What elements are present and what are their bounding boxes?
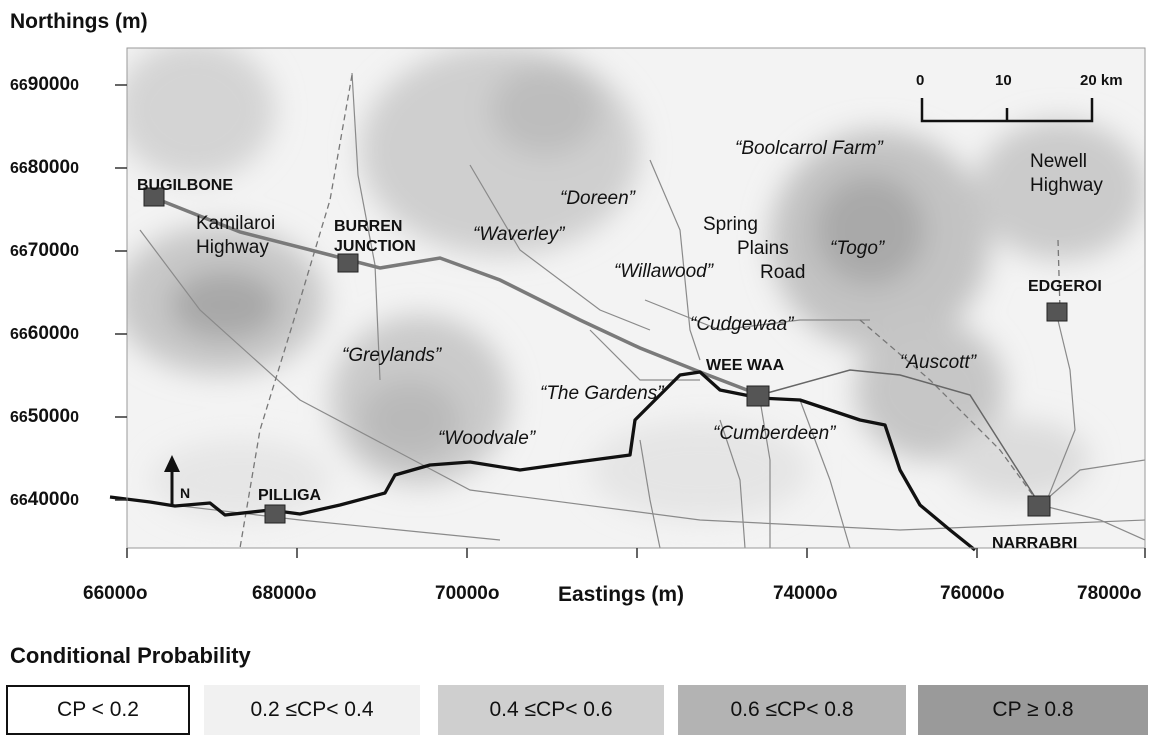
y-tick-label: 6650000 (10, 406, 79, 427)
town-markers (143, 187, 1068, 524)
y-tick-label: 6660000 (10, 323, 79, 344)
place-label-boolcarrol: “Boolcarrol Farm” (735, 138, 883, 159)
probability-surface (127, 48, 1145, 548)
north-arrow-icon (164, 455, 180, 505)
y-axis-title: Northings (m) (10, 10, 148, 33)
place-label-willawood: “Willawood” (614, 261, 714, 282)
highway-dashed (239, 74, 1061, 548)
wee-waa-marker (746, 385, 770, 407)
x-tick-label: 68000o (252, 583, 317, 604)
x-tick-label: 70000o (435, 583, 500, 604)
road-label-spring-plains-1: Spring (703, 214, 758, 235)
pilliga-marker (264, 504, 286, 524)
burren-junction-marker (337, 253, 359, 273)
legend-class-2: 0.2 ≤CP< 0.4 (204, 685, 420, 735)
town-label-burren: BURREN (334, 218, 403, 235)
place-label-cudgewaa: “Cudgewaa” (690, 314, 794, 335)
town-label-bugilbone: BUGILBONE (137, 177, 233, 194)
place-label-the-gardens: “The Gardens” (540, 383, 664, 404)
place-label-woodvale: “Woodvale” (438, 428, 536, 449)
place-label-doreen: “Doreen” (560, 188, 635, 209)
town-label-edgeroi: EDGEROI (1028, 278, 1102, 295)
x-axis-title: Eastings (m) (558, 583, 685, 606)
scale-label-0: 0 (916, 72, 925, 89)
place-label-greylands: “Greylands” (342, 345, 442, 366)
legend-title: Conditional Probability (10, 643, 251, 668)
town-label-wee-waa: WEE WAA (706, 357, 785, 374)
y-tick-label: 6680000 (10, 157, 79, 178)
scale-label-10: 10 (995, 72, 1012, 89)
place-label-auscott: “Auscott” (900, 352, 977, 373)
scale-bar (920, 98, 1094, 123)
x-tick-label: 76000o (940, 583, 1005, 604)
north-label: N (180, 485, 191, 501)
place-label-cumberdeen: “Cumberdeen” (713, 423, 836, 444)
map-frame (126, 47, 1146, 549)
y-tick-label: 6670000 (10, 240, 79, 261)
y-tick-label: 6640000 (10, 489, 79, 510)
place-label-togo: “Togo” (830, 238, 885, 259)
axis-ticks (115, 84, 1146, 558)
place-label-waverley: “Waverley” (473, 224, 565, 245)
x-tick-label: 74000o (773, 583, 838, 604)
legend-class-4: 0.6 ≤CP< 0.8 (678, 685, 906, 735)
river-line (109, 370, 977, 552)
town-label-pilliga: PILLIGA (258, 487, 322, 504)
minor-roads (129, 72, 1145, 548)
road-label-spring-plains-2: Plains (737, 238, 789, 259)
road-label-spring-plains-3: Road (760, 262, 806, 283)
legend-class-1: CP < 0.2 (6, 685, 190, 735)
scale-label-20: 20 km (1080, 72, 1123, 89)
y-tick-label: 6690000 (10, 74, 79, 95)
narrabri-marker (1027, 495, 1051, 517)
x-tick-label: 78000o (1077, 583, 1142, 604)
kamilaroi-highway-line (151, 195, 761, 397)
bugilbone-marker (143, 187, 165, 207)
town-label-narrabri: NARRABRI (992, 535, 1078, 552)
legend-class-5: CP ≥ 0.8 (918, 685, 1148, 735)
highway-east-line (759, 369, 1041, 506)
town-label-junction: JUNCTION (334, 238, 416, 255)
legend-class-3: 0.4 ≤CP< 0.6 (438, 685, 664, 735)
x-tick-label: 66000o (83, 583, 148, 604)
edgeroi-marker (1046, 302, 1068, 322)
